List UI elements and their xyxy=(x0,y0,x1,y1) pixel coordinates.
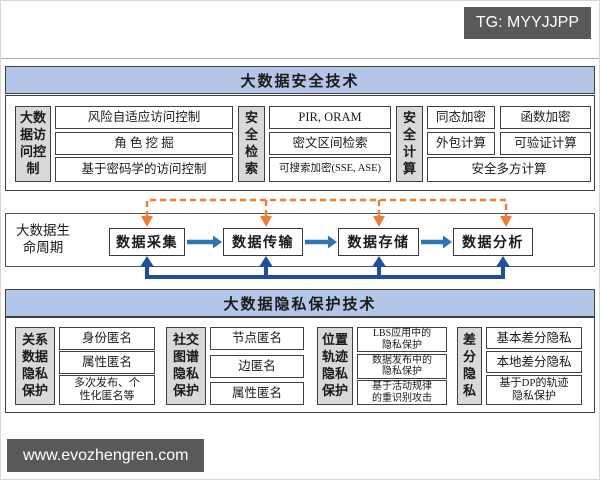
differential-privacy-label: 差 分 隐 私 xyxy=(457,327,482,405)
relational-privacy-item: 多次发布、个 性化匿名等 xyxy=(59,375,155,405)
secure-computation-label: 安 全 计 算 xyxy=(396,106,423,182)
location-privacy-items: LBS应用中的 隐私保护 数据发布中的 隐私保护 基于活动规律 的重识别攻击 xyxy=(357,327,447,405)
access-control-item: 基于密码学的访问控制 xyxy=(55,157,233,182)
telegram-watermark-badge: TG: MYYJJPP xyxy=(463,7,591,39)
stage-data-analysis: 数据分析 xyxy=(453,228,533,256)
differential-privacy-item: 基于DP的轨迹 隐私保护 xyxy=(486,375,582,405)
access-control-label: 大数 据访 问控 制 xyxy=(15,106,51,182)
privacy-to-lifecycle-line xyxy=(145,265,505,279)
secure-retrieval-item: 密文区间检索 xyxy=(269,131,391,155)
secure-computation-group: 安 全 计 算 同态加密 函数加密 外包计算 可验证计算 安全多方计算 xyxy=(396,106,591,182)
secure-computation-item: 可验证计算 xyxy=(500,131,591,155)
security-section-title: 大数据安全技术 xyxy=(5,66,595,94)
social-graph-privacy-item: 属性匿名 xyxy=(210,382,304,405)
secure-computation-item: 同态加密 xyxy=(427,106,495,129)
secure-computation-item: 函数加密 xyxy=(500,106,591,129)
social-graph-privacy-item: 边匿名 xyxy=(210,354,304,378)
secure-retrieval-items: PIR, ORAM 密文区间检索 可搜索加密(SSE, ASE) xyxy=(269,106,391,182)
social-graph-privacy-group: 社交 图谱 隐私 保护 节点匿名 边匿名 属性匿名 xyxy=(166,327,304,405)
secure-computation-row: 外包计算 可验证计算 xyxy=(427,131,591,155)
relational-privacy-item: 属性匿名 xyxy=(59,351,155,374)
top-divider-line xyxy=(1,58,599,59)
location-privacy-group: 位置 轨迹 隐私 保护 LBS应用中的 隐私保护 数据发布中的 隐私保护 基于活… xyxy=(317,327,447,405)
relational-privacy-group: 关系 数据 隐私 保护 身份匿名 属性匿名 多次发布、个 性化匿名等 xyxy=(15,327,155,405)
access-control-items: 风险自适应访问控制 角 色 挖 掘 基于密码学的访问控制 xyxy=(55,106,233,182)
privacy-section-title: 大数据隐私保护技术 xyxy=(5,289,595,317)
access-control-item: 角 色 挖 掘 xyxy=(55,131,233,155)
relational-privacy-label: 关系 数据 隐私 保护 xyxy=(15,327,55,405)
secure-retrieval-group: 安 全 检 索 PIR, ORAM 密文区间检索 可搜索加密(SSE, ASE) xyxy=(238,106,391,182)
secure-computation-item: 安全多方计算 xyxy=(427,157,591,182)
differential-privacy-item: 本地差分隐私 xyxy=(486,351,582,373)
social-graph-privacy-items: 节点匿名 边匿名 属性匿名 xyxy=(210,327,304,405)
relational-privacy-items: 身份匿名 属性匿名 多次发布、个 性化匿名等 xyxy=(59,327,155,405)
secure-retrieval-item: PIR, ORAM xyxy=(269,106,391,129)
social-graph-privacy-label: 社交 图谱 隐私 保护 xyxy=(166,327,206,405)
social-graph-privacy-item: 节点匿名 xyxy=(210,327,304,350)
secure-computation-items: 同态加密 函数加密 外包计算 可验证计算 安全多方计算 xyxy=(427,106,591,182)
access-control-group: 大数 据访 问控 制 风险自适应访问控制 角 色 挖 掘 基于密码学的访问控制 xyxy=(15,106,233,182)
stage-data-transmission: 数据传输 xyxy=(223,228,303,256)
differential-privacy-items: 基本差分隐私 本地差分隐私 基于DP的轨迹 隐私保护 xyxy=(486,327,582,405)
relational-privacy-item: 身份匿名 xyxy=(59,327,155,350)
secure-retrieval-item: 可搜索加密(SSE, ASE) xyxy=(269,157,391,182)
differential-privacy-item: 基本差分隐私 xyxy=(486,327,582,349)
location-privacy-label: 位置 轨迹 隐私 保护 xyxy=(317,327,353,405)
secure-computation-row: 同态加密 函数加密 xyxy=(427,106,591,129)
secure-computation-item: 外包计算 xyxy=(427,131,495,155)
differential-privacy-group: 差 分 隐 私 基本差分隐私 本地差分隐私 基于DP的轨迹 隐私保护 xyxy=(457,327,582,405)
location-privacy-item: LBS应用中的 隐私保护 xyxy=(357,327,447,352)
location-privacy-item: 基于活动规律 的重识别攻击 xyxy=(357,380,447,405)
lifecycle-label: 大数据生 命周期 xyxy=(16,223,70,255)
stage-data-storage: 数据存储 xyxy=(338,228,419,256)
secure-retrieval-label: 安 全 检 索 xyxy=(238,106,265,182)
website-watermark-badge: www.evozhengren.com xyxy=(7,439,205,472)
access-control-item: 风险自适应访问控制 xyxy=(55,106,233,129)
stage-data-collection: 数据采集 xyxy=(109,228,185,256)
location-privacy-item: 数据发布中的 隐私保护 xyxy=(357,353,447,379)
